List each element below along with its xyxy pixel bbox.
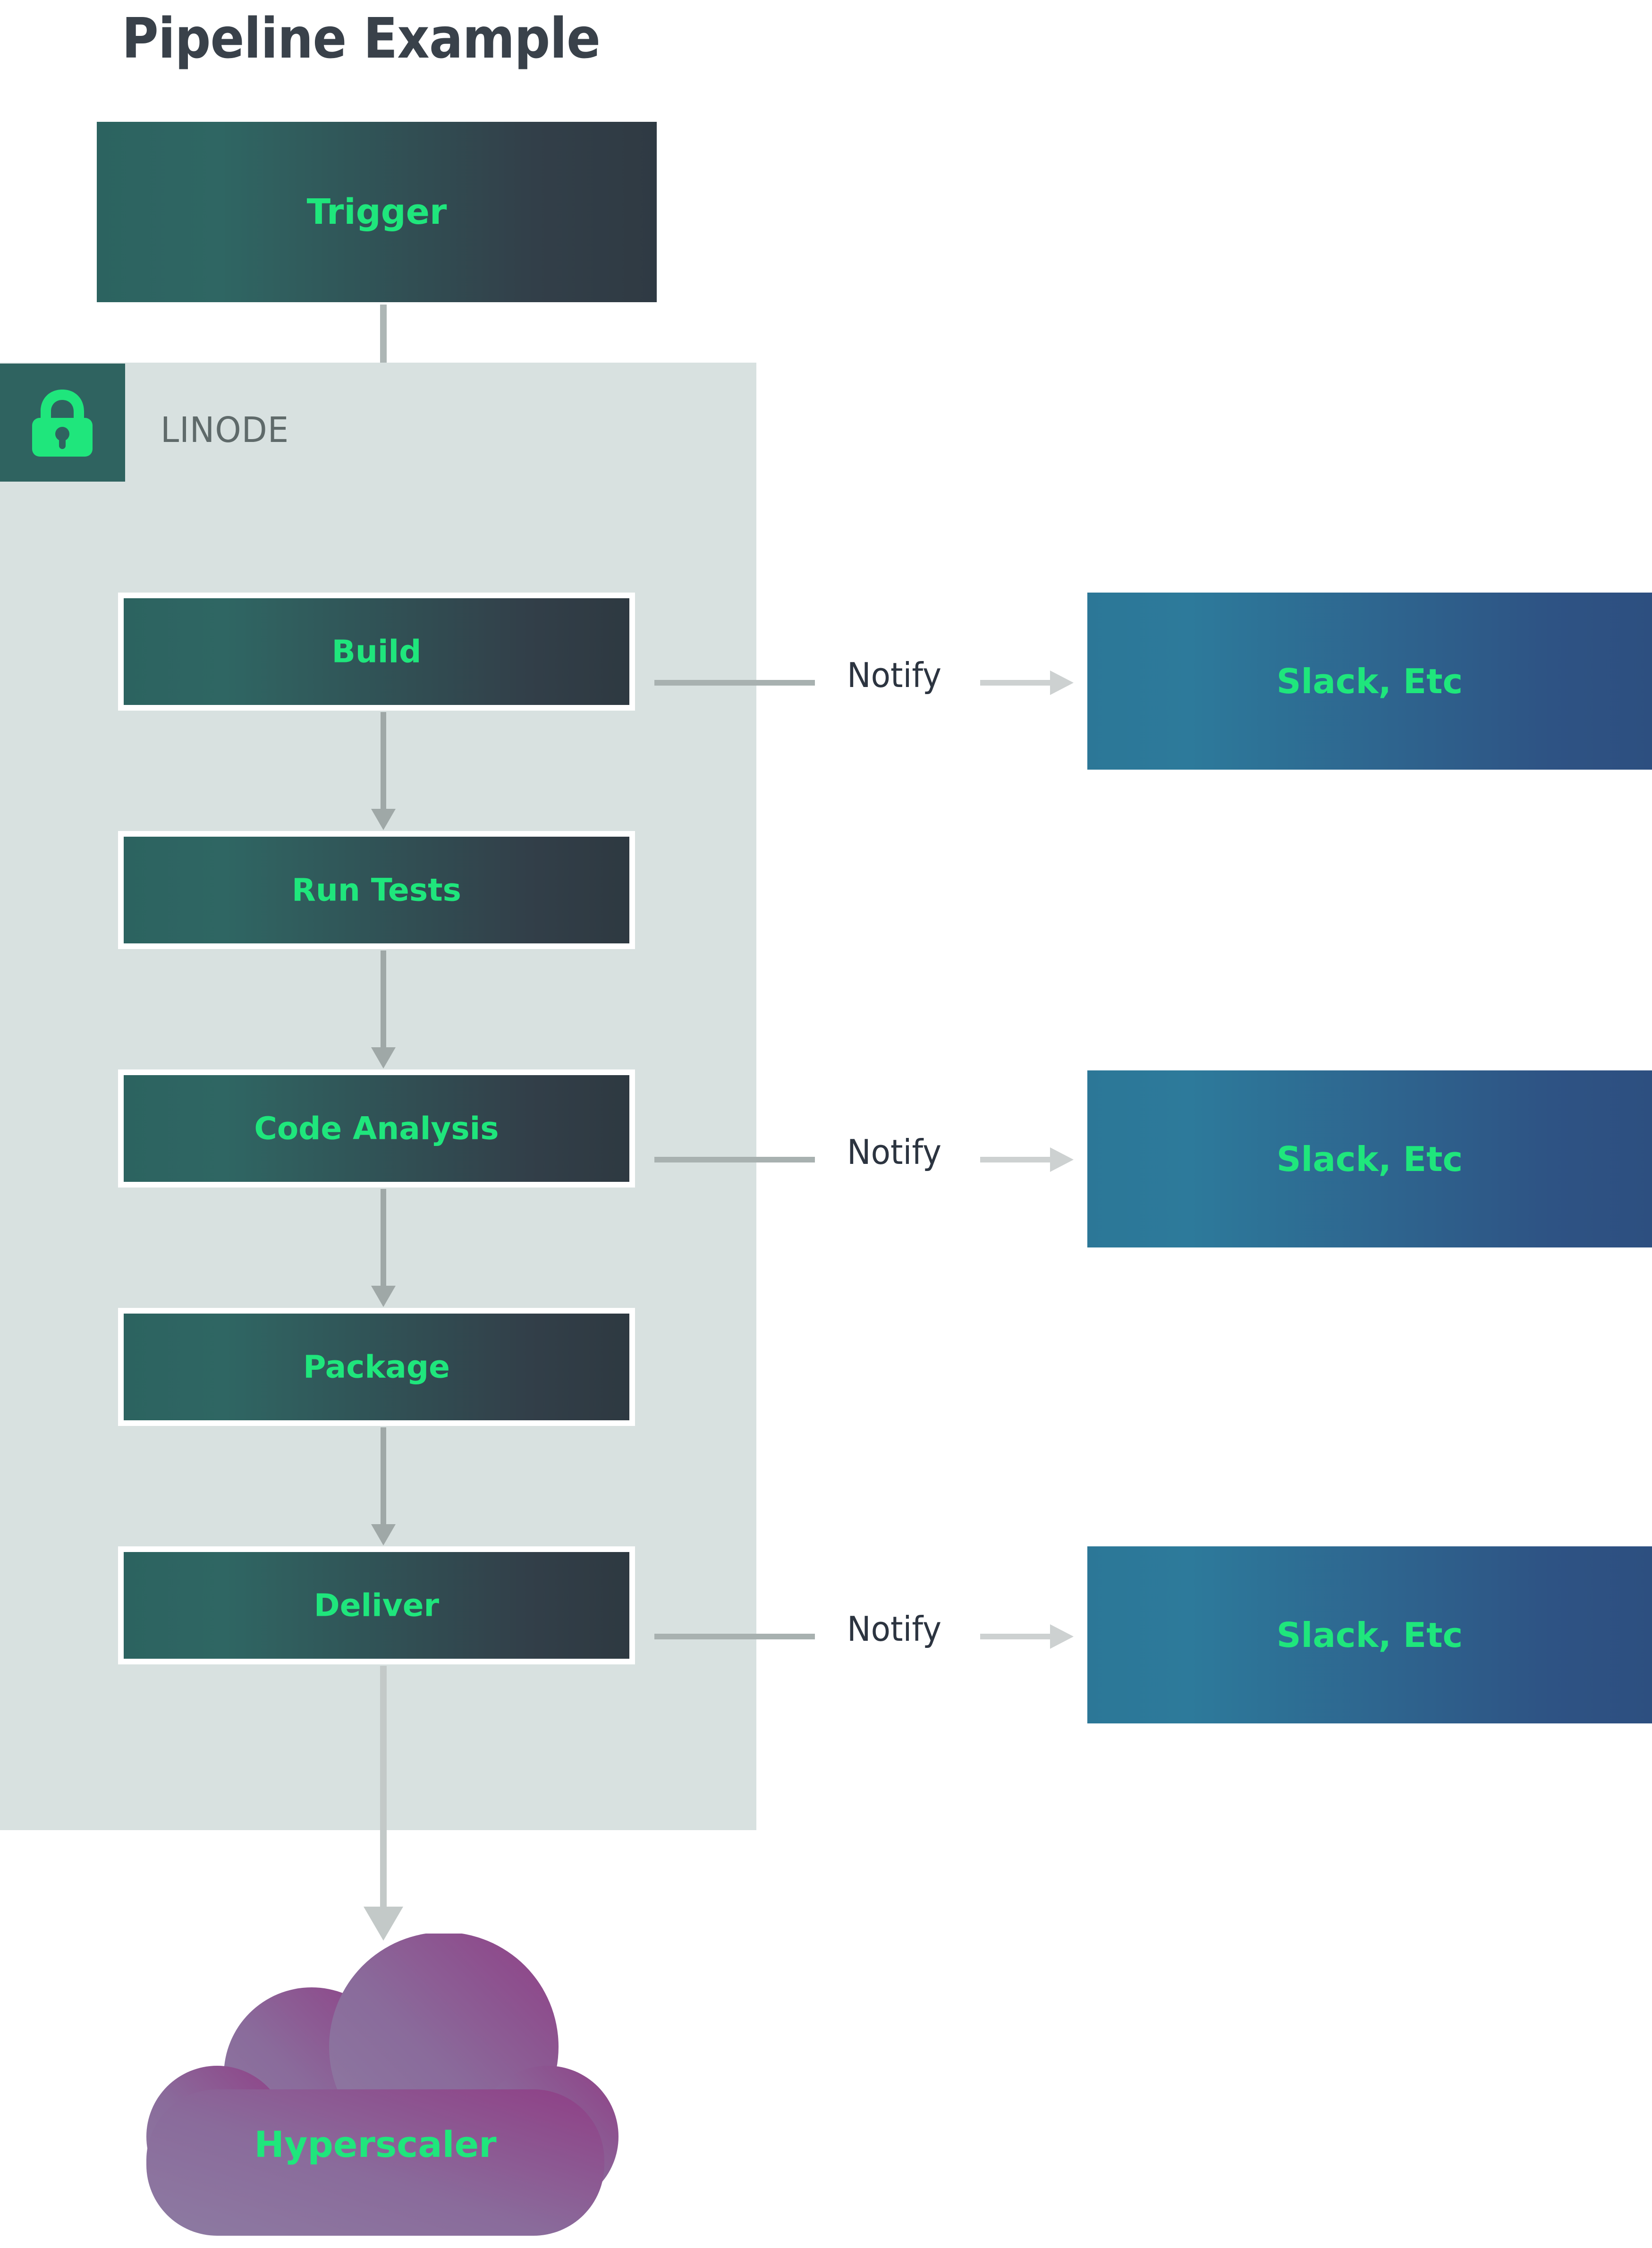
- arrow-build-to-runtests: [371, 712, 396, 830]
- connector-label-notify: Notify: [847, 1132, 942, 1172]
- linode-group-label: LINODE: [161, 410, 289, 450]
- connector-arrow-head: [1050, 670, 1074, 695]
- node-hyperscaler[interactable]: Hyperscaler: [132, 1932, 618, 2248]
- connector-notify-build: Notify: [654, 655, 1079, 712]
- node-run-tests[interactable]: Run Tests: [118, 831, 635, 949]
- arrow-head: [371, 1524, 396, 1545]
- arrow-runtests-to-analysis: [371, 950, 396, 1069]
- connector-label-notify: Notify: [847, 655, 942, 695]
- node-slack-etc-1[interactable]: Slack, Etc: [1087, 593, 1652, 770]
- node-code-analysis-fill: Code Analysis: [124, 1075, 629, 1182]
- node-build[interactable]: Build: [118, 593, 635, 711]
- node-deliver-label: Deliver: [313, 1587, 440, 1624]
- page-title: Pipeline Example: [122, 6, 601, 71]
- arrow-head: [371, 1286, 396, 1307]
- node-slack-etc-3[interactable]: Slack, Etc: [1087, 1546, 1652, 1723]
- arrow-analysis-to-package: [371, 1189, 396, 1307]
- arrow-head: [371, 1047, 396, 1069]
- node-run-tests-label: Run Tests: [292, 872, 461, 908]
- arrow-head: [371, 809, 396, 830]
- arrow-head: [364, 1907, 403, 1941]
- arrow-shaft: [381, 1427, 386, 1524]
- arrow-shaft: [381, 1189, 386, 1286]
- node-build-label: Build: [331, 633, 422, 670]
- node-package-label: Package: [303, 1349, 450, 1385]
- node-slack-etc-3-label: Slack, Etc: [1276, 1615, 1463, 1655]
- node-trigger-label: Trigger: [306, 192, 447, 232]
- node-trigger[interactable]: Trigger: [97, 122, 657, 302]
- connector-line-right: [980, 1634, 1051, 1639]
- node-deliver-fill: Deliver: [124, 1552, 629, 1659]
- node-package[interactable]: Package: [118, 1308, 635, 1426]
- connector-line-left: [654, 680, 815, 686]
- connector-arrow-head: [1050, 1147, 1074, 1172]
- node-code-analysis[interactable]: Code Analysis: [118, 1069, 635, 1188]
- node-deliver[interactable]: Deliver: [118, 1546, 635, 1664]
- node-package-fill: Package: [124, 1314, 629, 1420]
- connector-line-right: [980, 1157, 1051, 1162]
- connector-arrow-head: [1050, 1624, 1074, 1649]
- connector-line-left: [654, 1157, 815, 1162]
- arrow-deliver-to-hyperscaler: [364, 1666, 403, 1941]
- node-slack-etc-2[interactable]: Slack, Etc: [1087, 1070, 1652, 1247]
- node-code-analysis-label: Code Analysis: [254, 1110, 499, 1147]
- arrow-package-to-deliver: [371, 1427, 396, 1545]
- connector-line-right: [980, 680, 1051, 686]
- connector-label-notify: Notify: [847, 1609, 942, 1649]
- node-slack-etc-1-label: Slack, Etc: [1276, 661, 1463, 701]
- lock-icon-glyph: [32, 390, 93, 457]
- connector-line-left: [654, 1634, 815, 1639]
- node-hyperscaler-label: Hyperscaler: [254, 2123, 497, 2165]
- connector-notify-analysis: Notify: [654, 1132, 1079, 1189]
- connector-notify-deliver: Notify: [654, 1609, 1079, 1666]
- node-slack-etc-2-label: Slack, Etc: [1276, 1139, 1463, 1179]
- node-run-tests-fill: Run Tests: [124, 837, 629, 943]
- node-build-fill: Build: [124, 598, 629, 705]
- arrow-shaft: [381, 950, 386, 1047]
- arrow-shaft: [381, 712, 386, 809]
- lock-icon: [0, 364, 125, 482]
- cloud-shape-icon: [146, 1932, 618, 2236]
- arrow-shaft: [380, 1666, 387, 1907]
